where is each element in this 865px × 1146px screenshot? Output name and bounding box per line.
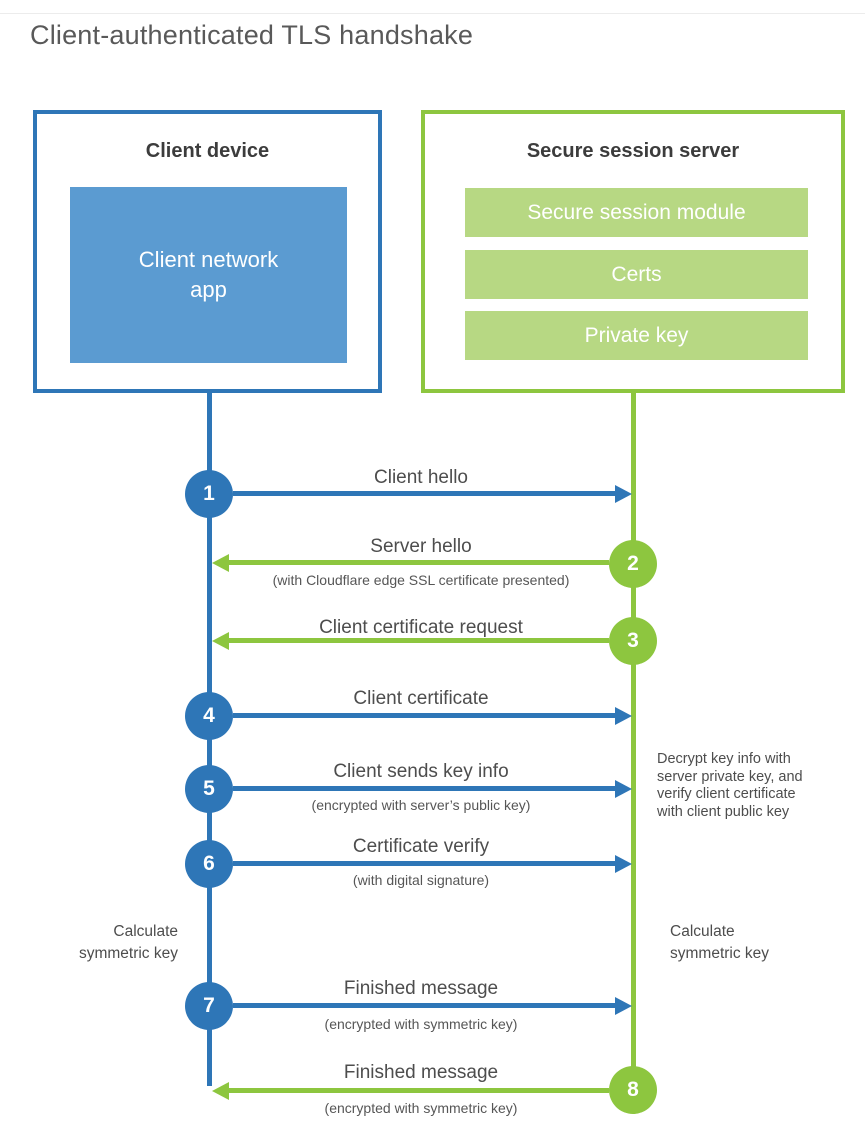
step-8-number: 8 [627,1078,639,1101]
step-1-label: Client hello [374,467,468,488]
step-7-number: 7 [203,994,215,1017]
step-3-label: Client certificate request [319,617,523,638]
step-1-number: 1 [203,482,215,505]
step-6-badge: 6 [185,840,233,888]
step-7-arrowhead-icon [615,997,632,1015]
calculate-symmetric-key-client: Calculate symmetric key [78,923,178,962]
calculate-symmetric-key-server: Calculate symmetric key [670,923,770,962]
step-2-arrowhead-icon [212,554,229,572]
server-module-secure-session: Secure session module [465,188,808,237]
step-5-arrow-line [233,786,615,791]
step-8-sublabel: (encrypted with symmetric key) [324,1100,518,1116]
decrypt-note: Decrypt key info with server private key… [657,751,803,820]
step-3-arrow-line [229,638,609,643]
step-8-arrowhead-icon [212,1082,229,1100]
client-network-app-box: Client network app [70,187,347,363]
step-3-arrowhead-icon [212,632,229,650]
step-3-badge: 3 [609,617,657,665]
server-module-private-key: Private key [465,311,808,360]
client-device-title: Client device [145,140,270,162]
step-2-badge: 2 [609,540,657,588]
step-5-number: 5 [203,777,215,800]
step-4-badge: 4 [185,692,233,740]
step-8-badge: 8 [609,1066,657,1114]
step-6-arrow-line [233,861,615,866]
step-2-label: Server hello [370,536,472,557]
client-network-app-label: Client network app [138,247,279,302]
server-lifeline [631,393,636,1092]
step-1-arrow-line [233,491,615,496]
step-2-arrow-line [229,560,609,565]
step-6-sublabel: (with digital signature) [352,872,490,888]
step-4-arrowhead-icon [615,707,632,725]
secure-session-server-title: Secure session server [526,140,740,162]
step-7-arrow-line [233,1003,615,1008]
step-6-label: Certificate verify [352,836,490,857]
step-5-sublabel: (encrypted with server’s public key) [311,797,531,813]
step-7-sublabel: (encrypted with symmetric key) [324,1016,518,1032]
step-1-arrowhead-icon [615,485,632,503]
step-6-number: 6 [203,852,215,875]
step-4-number: 4 [203,704,215,727]
step-4-label: Client certificate [353,688,489,709]
step-2-sublabel: (with Cloudflare edge SSL certificate pr… [272,572,570,588]
step-5-label: Client sends key info [333,761,509,782]
step-3-number: 3 [627,629,639,652]
step-6-arrowhead-icon [615,855,632,873]
step-7-label: Finished message [343,978,499,999]
top-divider [0,13,865,14]
step-8-arrow-line [229,1088,609,1093]
page-title: Client-authenticated TLS handshake [30,20,474,50]
step-1-badge: 1 [185,470,233,518]
step-8-label: Finished message [343,1062,499,1083]
step-5-arrowhead-icon [615,780,632,798]
server-module-certs: Certs [465,250,808,299]
step-5-badge: 5 [185,765,233,813]
step-7-badge: 7 [185,982,233,1030]
step-4-arrow-line [233,713,615,718]
step-2-number: 2 [627,552,639,575]
